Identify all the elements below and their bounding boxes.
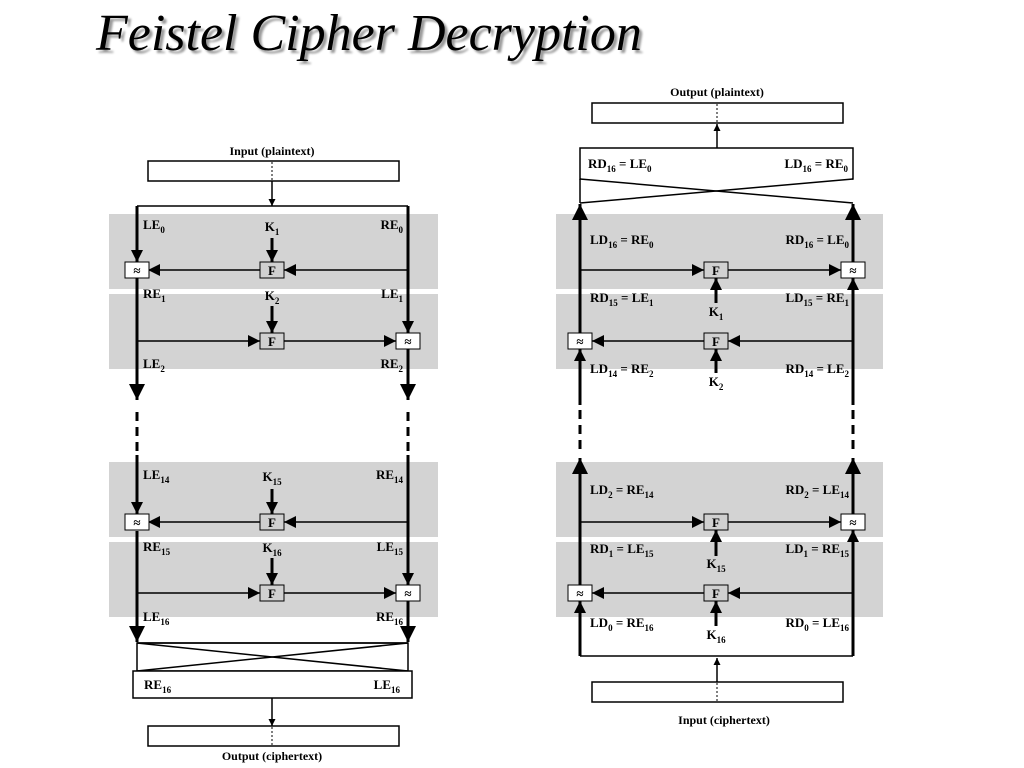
svg-text:≈: ≈ <box>576 586 583 601</box>
label-le1: LE1 <box>381 286 403 304</box>
encryption-diagram: Input (plaintext) F ≈ F ≈ <box>109 144 438 763</box>
xor-box <box>395 332 421 350</box>
label-ld14-re2: LD14 = RE2 <box>590 361 654 379</box>
svg-text:F: F <box>268 586 276 601</box>
svg-text:F: F <box>712 334 720 349</box>
encryption-input-label: Input (plaintext) <box>229 144 314 158</box>
label-ld15-re1: LD15 = RE1 <box>785 290 849 308</box>
label-swap-le16: LE16 <box>374 677 401 695</box>
round-band-2 <box>556 294 883 369</box>
label-rd16-le0: RD16 = LE0 <box>785 232 849 250</box>
label-ld1-re15: LD1 = RE15 <box>785 541 849 559</box>
svg-text:≈: ≈ <box>849 515 856 530</box>
label-k15: K15 <box>706 556 726 574</box>
xor-box <box>395 584 421 602</box>
label-ld2-re14: LD2 = RE14 <box>590 482 654 500</box>
svg-text:≈: ≈ <box>404 586 411 601</box>
label-ld0-re16: LD0 = RE16 <box>590 615 654 633</box>
svg-text:≈: ≈ <box>133 263 140 278</box>
decryption-output-label: Output (plaintext) <box>670 85 764 99</box>
decryption-swap-box <box>579 147 854 180</box>
label-le0: LE0 <box>143 217 165 235</box>
encryption-input-box <box>147 160 400 182</box>
svg-text:≈: ≈ <box>133 515 140 530</box>
label-le16: LE16 <box>143 609 170 627</box>
label-re2: RE2 <box>380 356 403 374</box>
label-k2: K2 <box>265 288 280 306</box>
decryption-input-label: Input (ciphertext) <box>678 713 770 727</box>
label-rd1-le15: RD1 = LE15 <box>590 541 654 559</box>
xor-box <box>124 261 150 279</box>
label-rd15-le1: RD15 = LE1 <box>590 290 654 308</box>
label-k16: K16 <box>262 540 282 558</box>
label-re14: RE14 <box>376 467 404 485</box>
label-swap-re16: RE16 <box>144 677 172 695</box>
svg-text:F: F <box>712 515 720 530</box>
label-k16: K16 <box>706 627 726 645</box>
svg-text:F: F <box>712 263 720 278</box>
xor-box <box>567 332 593 350</box>
encryption-swap-box <box>132 670 413 699</box>
svg-text:F: F <box>268 263 276 278</box>
xor-box <box>840 513 866 531</box>
label-rd2-le14: RD2 = LE14 <box>785 482 849 500</box>
decryption-diagram: Output (plaintext) RD16 = LE0 LD16 = RE0… <box>556 85 883 727</box>
xor-box <box>567 584 593 602</box>
svg-text:≈: ≈ <box>404 334 411 349</box>
svg-text:≈: ≈ <box>576 334 583 349</box>
label-k1: K1 <box>265 219 280 237</box>
label-rd16-le0: RD16 = LE0 <box>588 156 652 174</box>
label-rd0-le16: RD0 = LE16 <box>785 615 849 633</box>
svg-text:≈: ≈ <box>849 263 856 278</box>
svg-text:F: F <box>268 515 276 530</box>
label-le15: LE15 <box>377 539 404 557</box>
label-rd14-le2: RD14 = LE2 <box>785 361 849 379</box>
encryption-output-box <box>147 725 400 747</box>
label-re15: RE15 <box>143 539 171 557</box>
label-re1: RE1 <box>143 286 166 304</box>
svg-text:F: F <box>712 586 720 601</box>
label-k15: K15 <box>262 469 282 487</box>
label-le14: LE14 <box>143 467 170 485</box>
label-ld16-re0: LD16 = RE0 <box>784 156 848 174</box>
xor-box <box>124 513 150 531</box>
label-le2: LE2 <box>143 356 165 374</box>
encryption-output-label: Output (ciphertext) <box>222 749 322 763</box>
svg-text:F: F <box>268 334 276 349</box>
label-re16: RE16 <box>376 609 404 627</box>
label-re0: RE0 <box>380 217 403 235</box>
slide-title: Feistel Cipher Decryption <box>96 5 642 62</box>
xor-box <box>840 261 866 279</box>
label-k2: K2 <box>709 374 724 392</box>
label-ld16-re0: LD16 = RE0 <box>590 232 654 250</box>
label-k1: K1 <box>709 304 724 322</box>
